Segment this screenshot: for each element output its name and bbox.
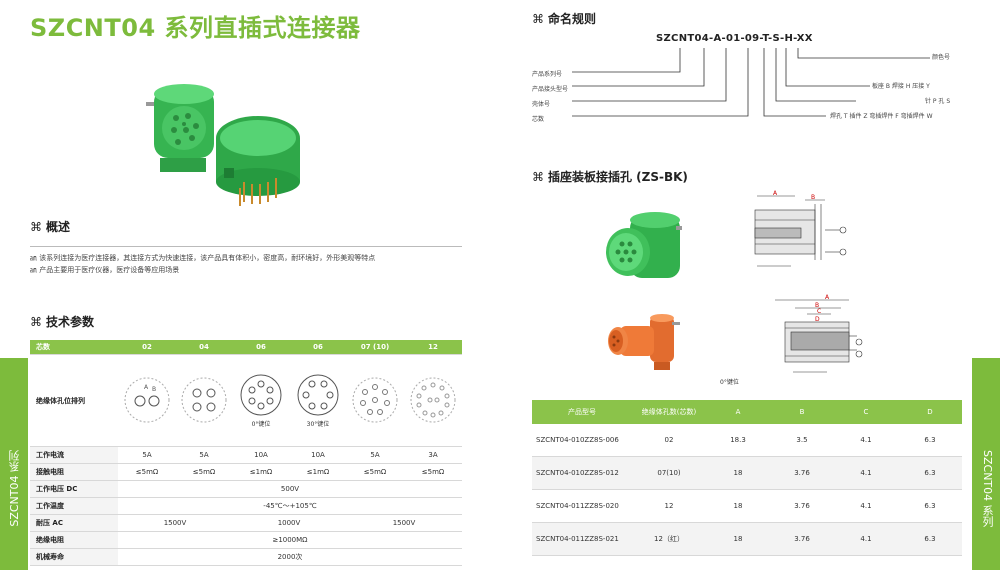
spec-row-current: 工作电流 5A 5A 10A 10A 5A 3A xyxy=(30,446,462,464)
section-mark-icon: ⌘ xyxy=(30,220,42,234)
svg-text:C: C xyxy=(817,308,821,315)
spec-row-insulation: 绝缘电阻 ≥1000MΩ xyxy=(30,531,462,549)
specs-header-cell: 04 xyxy=(176,340,232,355)
row-label: 绝缘体孔位排列 xyxy=(30,354,118,447)
page-title: SZCNT04 系列直插式连接器 xyxy=(30,14,361,42)
green-panel-connector-image xyxy=(606,212,682,278)
pin-layout-diagram-icon xyxy=(181,377,227,422)
table-row: SZCNT04-011ZZ8S-020 12 18 3.76 4.1 6.3 xyxy=(532,489,962,523)
specs-header-cell: 12 xyxy=(404,340,462,355)
naming-diagram xyxy=(572,48,930,117)
table-row: SZCNT04-010ZZ8S-006 02 18.3 3.5 4.1 6.3 xyxy=(532,424,962,457)
pin-layout-06-0deg: 0°键位 xyxy=(232,354,290,447)
spec-row-temperature: 工作温度 -45℃～+105℃ xyxy=(30,497,462,515)
svg-text:B: B xyxy=(811,194,815,201)
pin-layout-diagram-icon xyxy=(352,377,398,422)
pin-layout-07 xyxy=(346,354,404,447)
table-row: SZCNT04-010ZZ8S-012 07(10) 18 3.76 4.1 6… xyxy=(532,456,962,490)
spec-row-resistance: 接触电阻 ≤5mΩ ≤5mΩ ≤1mΩ ≤1mΩ ≤5mΩ ≤5mΩ xyxy=(30,463,462,481)
section-mark-icon: ⌘ xyxy=(30,315,42,329)
pin-layout-diagram-icon xyxy=(410,377,456,422)
section-naming-heading: ⌘命名规则 xyxy=(532,12,597,26)
orange-connector-image xyxy=(608,314,680,370)
section-overview-heading: ⌘概述 xyxy=(30,220,71,234)
spec-row-lifetime: 机械寿命 2000次 xyxy=(30,548,462,566)
specs-header-cell: 02 xyxy=(118,340,176,355)
specs-header-cell: 06 xyxy=(232,340,290,355)
svg-text:B: B xyxy=(815,302,819,309)
connector-product-image xyxy=(146,84,300,206)
side-tab-left: SZCNT04 系列 xyxy=(0,358,28,570)
section-panel-heading: ⌘插座装板接插孔 (ZS-BK) xyxy=(532,170,688,184)
svg-text:A: A xyxy=(773,190,778,197)
part-table-header-row: 产品型号 绝缘体孔数(芯数) A B C D xyxy=(532,400,962,424)
table-row: SZCNT04-011ZZ8S-021 12（红） 18 3.76 4.1 6.… xyxy=(532,522,962,556)
specs-header-cell: 芯数 xyxy=(30,340,118,355)
overview-line-2: ㏂ 产品主要用于医疗仪器，医疗设备等应用场景 xyxy=(30,266,180,274)
svg-text:A: A xyxy=(144,384,149,391)
svg-text:B: B xyxy=(152,386,156,393)
key-position-label: 0°键位 xyxy=(720,379,739,386)
section-mark-icon: ⌘ xyxy=(532,170,544,184)
panel-technical-drawing-bottom: A B C D xyxy=(775,294,863,373)
svg-text:D: D xyxy=(815,316,820,323)
side-tab-right: SZCNT04 系列 xyxy=(972,358,1000,570)
panel-technical-drawing-top: A B xyxy=(754,190,847,267)
spec-row-voltage: 工作电压 DC 500V xyxy=(30,480,462,498)
overview-line-1: ㏂ 该系列连接为医疗连接器，其连接方式为快速连接，该产品具有体积小，密度高，耐环… xyxy=(30,254,376,262)
spec-row-withstand: 耐压 AC 1500V 1000V 1500V xyxy=(30,514,462,532)
overview-text: ㏂ 该系列连接为医疗连接器，其连接方式为快速连接，该产品具有体积小，密度高，耐环… xyxy=(30,252,470,276)
naming-left-labels: 产品系列号 产品接头型号 壳体号 芯数 xyxy=(532,71,569,123)
pin-layout-06-30deg: 30°键位 xyxy=(290,354,346,447)
specs-header-row: 芯数 02 04 06 06 07 (10) 12 xyxy=(30,340,462,355)
section-specs-heading: ⌘技术参数 xyxy=(30,315,95,329)
pin-layout-diagram-icon xyxy=(240,374,282,416)
part-number-table: 产品型号 绝缘体孔数(芯数) A B C D SZCNT04-010ZZ8S-0… xyxy=(532,400,962,556)
specs-header-cell: 07 (10) xyxy=(346,340,404,355)
pin-layout-diagram-icon xyxy=(297,374,339,416)
pin-layout-04 xyxy=(176,354,232,447)
divider xyxy=(30,246,462,247)
svg-text:A: A xyxy=(825,294,830,301)
pin-layout-12 xyxy=(404,354,462,447)
naming-code: SZCNT04-A-01-09-T-S-H-XX xyxy=(656,33,813,44)
section-mark-icon: ⌘ xyxy=(532,12,544,26)
specs-header-cell: 06 xyxy=(290,340,346,355)
